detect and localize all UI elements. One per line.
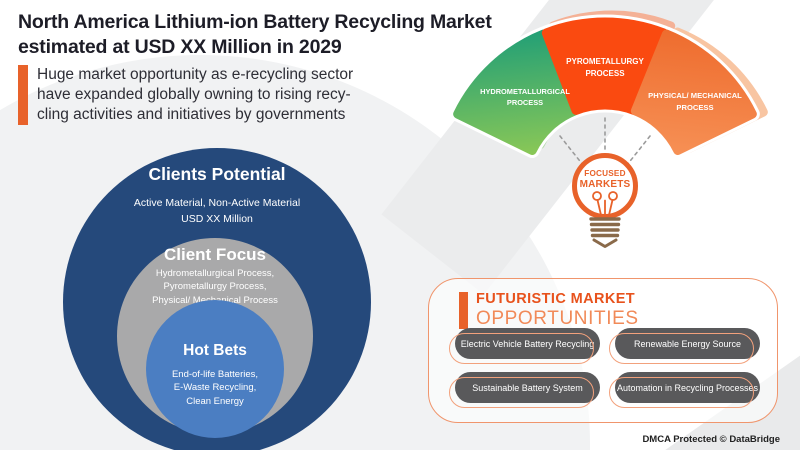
client-focus-line-1: Hydrometallurgical Process, xyxy=(155,268,275,279)
client-focus-line-2: Pyrometallurgy Process, xyxy=(163,281,267,293)
opportunities-panel: FUTURISTIC MARKET OPPORTUNITIES Electric… xyxy=(428,278,778,423)
hot-bets-line-2: E-Waste Recycling, xyxy=(173,382,257,394)
opportunity-pill-electric-vehicle-battery-recycling: Electric Vehicle Battery Recycling xyxy=(449,328,600,364)
pill-label: Renewable Energy Source xyxy=(633,338,742,349)
bulb-base-tip xyxy=(592,238,618,248)
subtitle-text: Huge market opportunity as e-recycling s… xyxy=(37,65,353,125)
physical-mechanical-label-line-1: PHYSICAL/ MECHANICAL xyxy=(648,91,742,100)
dashed-connector-left xyxy=(559,135,584,166)
filament-wires xyxy=(596,199,614,216)
opportunities-heading-line-1: FUTURISTIC MARKET xyxy=(476,291,636,307)
page-title: North America Lithium-ion Battery Recycl… xyxy=(18,10,492,61)
title-line-2: estimated at USD XX Million in 2029 xyxy=(18,36,342,59)
hot-bets-title: Hot Bets xyxy=(183,342,247,359)
opportunity-pill-sustainable-battery-system: Sustainable Battery System xyxy=(449,372,600,408)
dashed-connector-right xyxy=(626,135,651,166)
pill-label: Sustainable Battery System xyxy=(472,382,583,393)
title-line-1: North America Lithium-ion Battery Recycl… xyxy=(18,11,492,33)
bulb-icon xyxy=(572,153,638,219)
clients-potential-title: Clients Potential xyxy=(148,164,286,184)
pyrometallurgy-label-line-2: PROCESS xyxy=(585,69,625,78)
hydrometallurgical-label-line-1: HYDROMETALLURGICAL xyxy=(480,87,570,96)
bulb-screw-base xyxy=(589,217,621,238)
bulb-label-line-1: FOCUSED xyxy=(584,169,625,178)
subtitle-line-1: Huge market opportunity as e-recycling s… xyxy=(37,65,354,83)
hot-bets-line-1: End-of-life Batteries, xyxy=(171,369,259,380)
physical-mechanical-petal xyxy=(630,29,757,155)
hydrometallurgical-label-line-2: PROCESS xyxy=(507,98,543,107)
subtitle-block: Huge market opportunity as e-recycling s… xyxy=(18,64,492,126)
hot-bets-subtext: End-of-life Batteries, E-Waste Recycling… xyxy=(146,368,284,408)
dmca-copyright: DMCA Protected © DataBridge xyxy=(642,434,780,445)
subtitle-line-2: have expanded globally owning to rising … xyxy=(37,85,351,103)
client-focus-title: Client Focus xyxy=(163,245,266,264)
pyrometallurgy-label-line-1: PYROMETALLURGY xyxy=(566,57,644,66)
opportunities-list: Electric Vehicle Battery Recycling Renew… xyxy=(449,328,760,408)
orange-accent-bar xyxy=(459,292,468,329)
subtitle-line-3: cling activities and initiatives by gove… xyxy=(37,105,346,123)
header: North America Lithium-ion Battery Recycl… xyxy=(18,10,492,126)
opportunities-heading: FUTURISTIC MARKET OPPORTUNITIES xyxy=(459,291,639,329)
clients-potential-subtext: Active Material, Non-Active Material USD… xyxy=(63,196,371,228)
bulb-label-line-2: MARKETS xyxy=(580,179,631,190)
opportunity-pill-renewable-energy-source: Renewable Energy Source xyxy=(609,328,760,364)
hot-bets-circle: Hot Bets End-of-life Batteries, E-Waste … xyxy=(146,300,284,438)
orange-accent-bar xyxy=(18,64,28,126)
opportunities-heading-line-2: OPPORTUNITIES xyxy=(476,307,639,329)
focused-markets-diagram: HYDROMETALLURGICAL PROCESS PYROMETALLURG… xyxy=(450,10,768,248)
pill-label: Automation in Recycling Processes xyxy=(616,382,759,393)
hot-bets-line-3: Clean Energy xyxy=(186,395,244,407)
physical-mechanical-label-line-2: PROCESS xyxy=(676,103,713,112)
clients-potential-line-1: Active Material, Non-Active Material xyxy=(133,197,301,209)
opportunity-pill-automation-in-recycling-processes: Automation in Recycling Processes xyxy=(609,372,760,408)
pill-label: Electric Vehicle Battery Recycling xyxy=(460,338,595,349)
clients-potential-line-2: USD XX Million xyxy=(181,212,253,225)
